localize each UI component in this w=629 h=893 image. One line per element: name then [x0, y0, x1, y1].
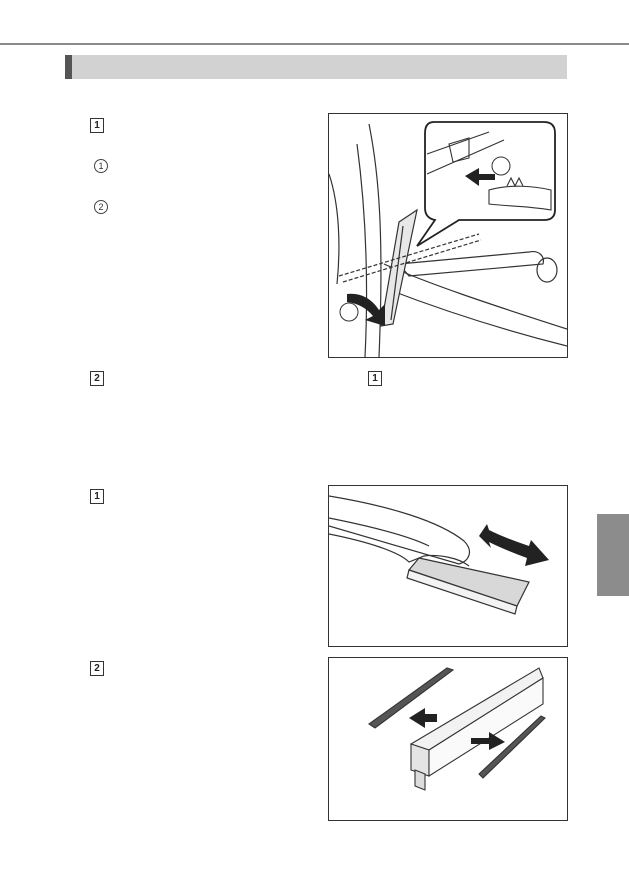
substep-2-marker: 2 — [94, 200, 108, 214]
figure-metal-strips — [328, 657, 568, 821]
section-heading-bar — [65, 55, 567, 79]
step-2-box: 2 — [90, 371, 104, 386]
top-rule — [0, 43, 629, 45]
figure-blade-slide — [328, 485, 568, 647]
chapter-side-tab — [597, 514, 629, 596]
figure-wiper-arm-drawing — [329, 121, 567, 357]
arrow-icon — [409, 708, 437, 728]
callout-bubble — [416, 121, 556, 247]
arrow-icon — [465, 168, 495, 186]
arrow-icon — [471, 732, 505, 750]
arrow-icon — [479, 524, 549, 566]
figure-blade-slide-drawing — [329, 495, 549, 615]
heading-accent — [65, 55, 72, 79]
step-blade-1-box: 1 — [90, 489, 104, 504]
figure-metal-strips-drawing — [368, 667, 546, 791]
arrow-icon — [347, 293, 385, 326]
substep-1-marker: 1 — [94, 159, 108, 173]
step-blade-2-box: 2 — [90, 661, 104, 676]
figure-wiper-arm — [328, 113, 568, 358]
step-ref-box: 1 — [368, 371, 382, 386]
step-1-box: 1 — [90, 118, 104, 133]
